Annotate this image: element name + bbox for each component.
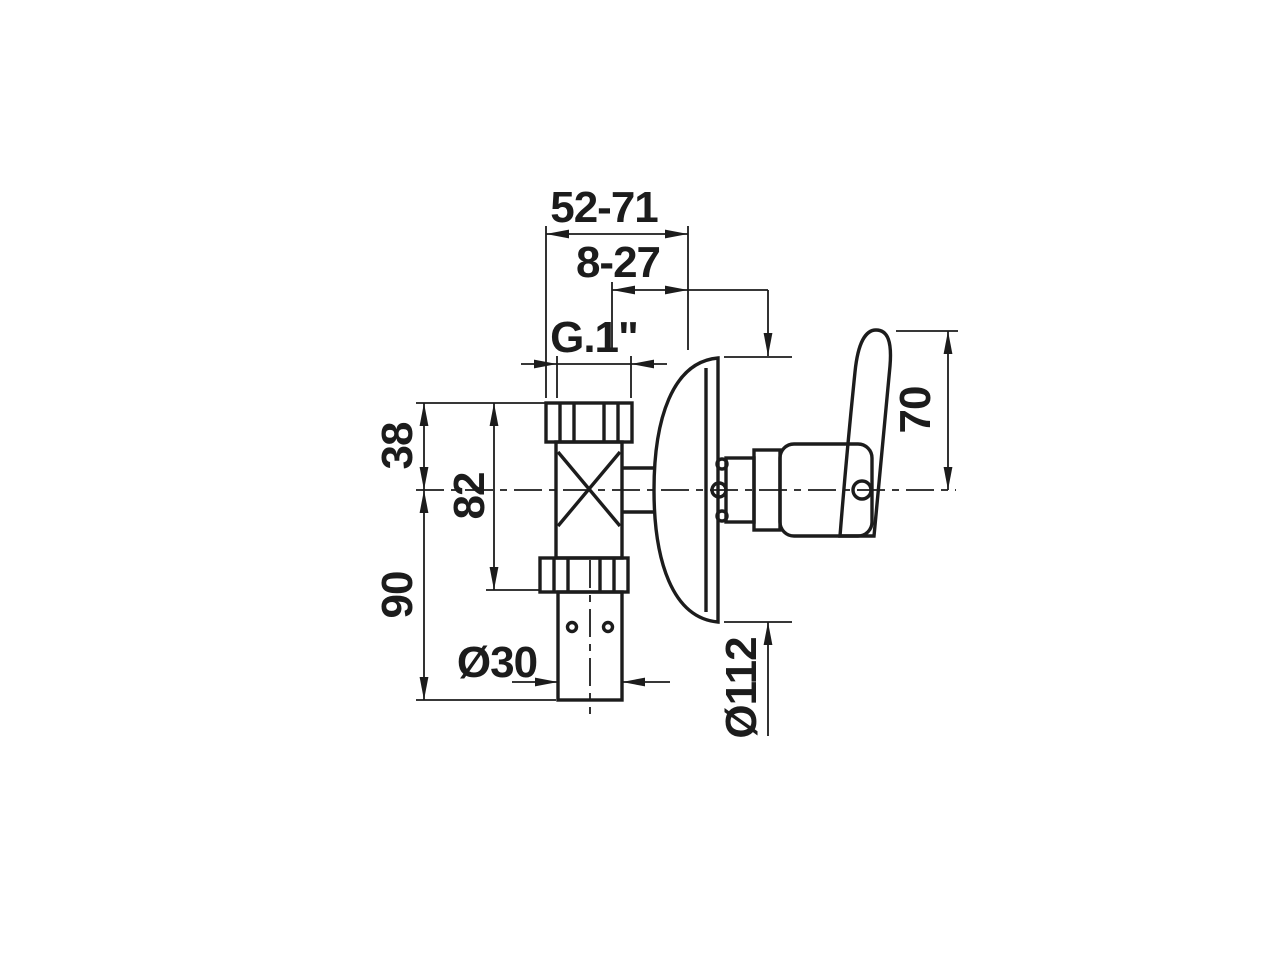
dim-center-to-bottom-label: 90 xyxy=(373,572,422,619)
dim-thread-label: G.1" xyxy=(550,313,638,362)
dim-span-top-label: 52-71 xyxy=(550,183,658,232)
dim-handle-height-label: 70 xyxy=(891,387,940,434)
valve-body-outline xyxy=(538,401,655,702)
dim-body-height-label: 82 xyxy=(445,473,494,520)
dim-span-wall-label: 8-27 xyxy=(576,238,660,287)
dim-pipe-diameter-label: Ø30 xyxy=(457,638,537,687)
extension-lines xyxy=(416,226,958,701)
centerlines xyxy=(416,489,956,714)
dim-plate-diameter-label: Ø112 xyxy=(717,637,766,738)
dimension-lines xyxy=(419,229,953,736)
dimension-labels: 52-71 8-27 G.1" 38 82 90 70 Ø30 Ø112 xyxy=(373,183,940,739)
dim-top-to-center-label: 38 xyxy=(373,422,422,469)
handle-outline xyxy=(724,328,893,538)
